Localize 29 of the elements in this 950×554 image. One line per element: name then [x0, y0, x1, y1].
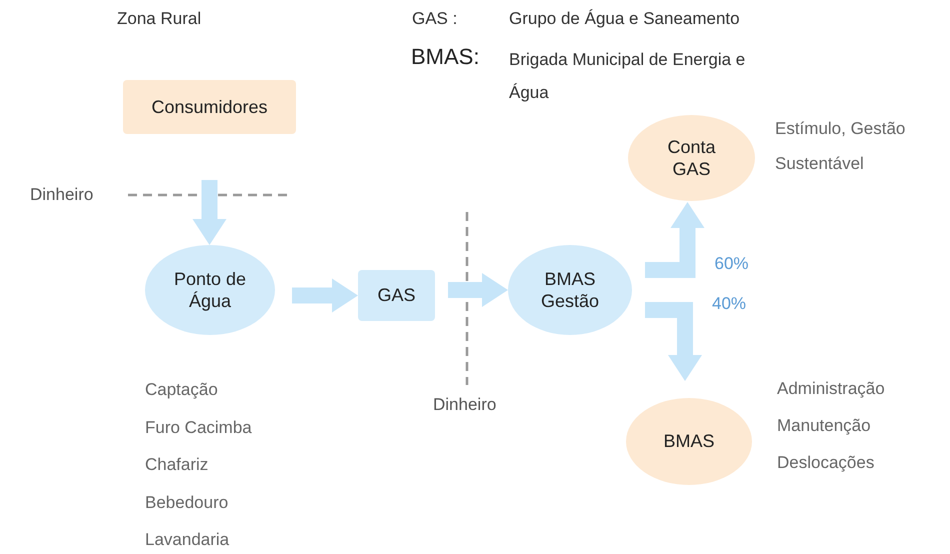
node-note: Deslocações: [777, 452, 874, 474]
block-arrow: [192, 180, 226, 245]
text-label: Zona Rural: [117, 8, 202, 30]
process-box: [123, 80, 296, 134]
node-note: Lavandaria: [145, 529, 230, 551]
node-label: Ponto de Água: [173, 268, 247, 312]
text-label: Dinheiro: [30, 184, 94, 206]
text-label: GAS :: [412, 8, 458, 30]
node-label: Consumidores: [151, 96, 268, 118]
node-note: Bebedouro: [145, 492, 228, 514]
node-label: Conta GAS: [666, 136, 717, 180]
process-box: [358, 270, 435, 321]
node-label: GAS: [377, 284, 416, 307]
text-label: Grupo de Água e Saneamento: [509, 8, 740, 30]
block-arrow: [448, 273, 508, 307]
node-note: Furo Cacimba: [145, 416, 252, 438]
node-label: BMAS Gestão: [540, 268, 600, 312]
node-label: BMAS: [663, 430, 714, 453]
block-arrow: [292, 278, 358, 312]
node-note: Administração: [777, 378, 885, 400]
text-label: BMAS:: [411, 43, 480, 71]
block-arrow: [645, 202, 704, 278]
node-note: Estímulo, Gestão Sustentável: [775, 118, 906, 175]
text-label: Dinheiro: [433, 394, 496, 416]
node-note: Captação: [145, 379, 218, 401]
node-note: Manutenção: [777, 415, 871, 437]
node-note: Chafariz: [145, 454, 208, 476]
text-label: Brigada Municipal de Energia e Água: [509, 49, 746, 104]
block-arrow: [645, 302, 702, 381]
